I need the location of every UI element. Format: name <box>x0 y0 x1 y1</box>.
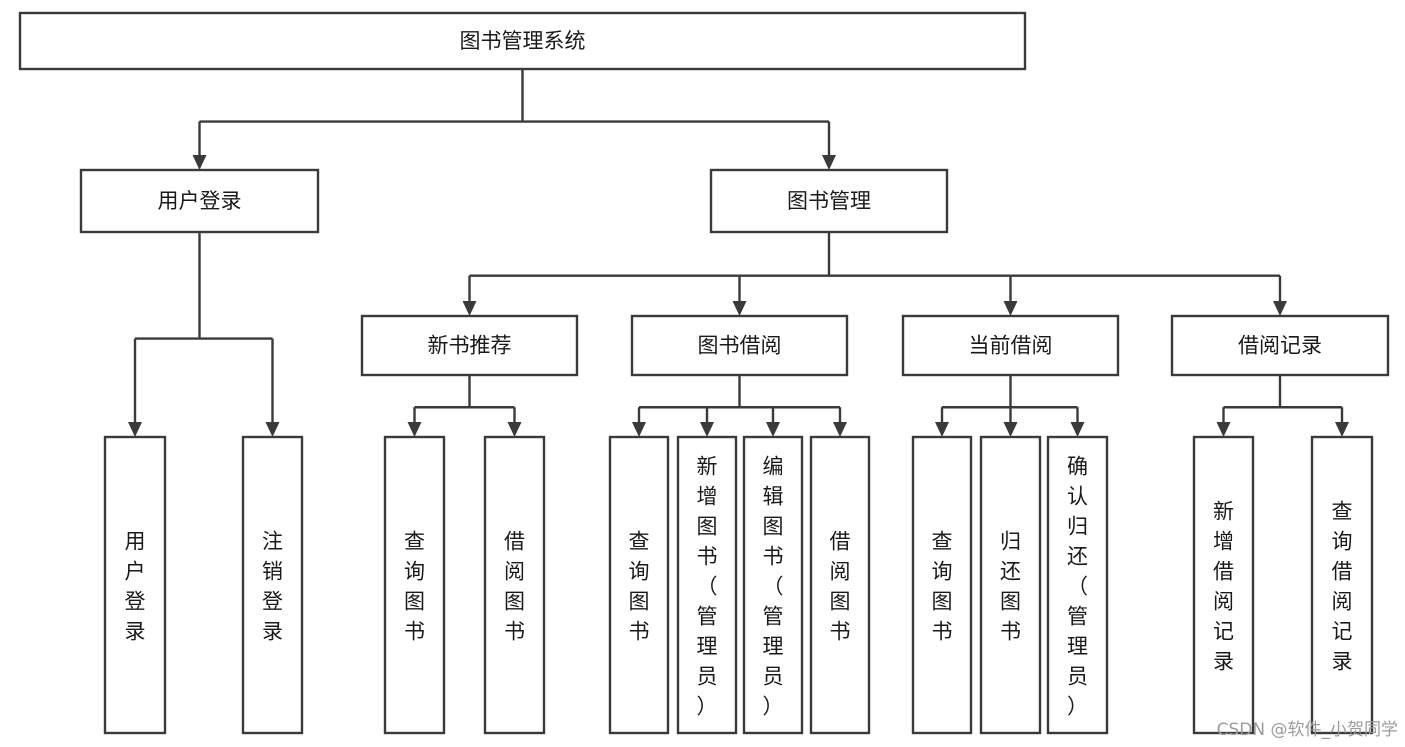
node-leaf-add-book[interactable]: 新增图书（管理员） <box>676 435 738 735</box>
node-box-leaf-confirm-return <box>1046 435 1109 735</box>
node-label-leaf-edit-book: 编辑图书（管理员） <box>763 454 784 718</box>
arrow-head-icon <box>407 422 422 437</box>
arrow-head-icon <box>1003 422 1018 437</box>
node-box-leaf-query-record <box>1310 435 1374 735</box>
node-box-user-login <box>79 168 320 234</box>
node-label-leaf-add-record: 新增借阅记录 <box>1213 499 1234 673</box>
node-label-leaf-query-book-1: 查询图书 <box>404 529 425 643</box>
arrow-head-icon <box>1003 301 1018 316</box>
node-label-leaf-return-book: 归还图书 <box>1000 529 1021 643</box>
node-box-leaf-borrow-book-1 <box>483 435 546 735</box>
node-leaf-query-book-2[interactable]: 查询图书 <box>608 435 670 735</box>
node-label-book-manage: 图书管理 <box>787 189 871 213</box>
node-leaf-edit-book[interactable]: 编辑图书（管理员） <box>742 435 804 735</box>
node-leaf-add-record[interactable]: 新增借阅记录 <box>1192 435 1255 735</box>
node-label-leaf-user-logout: 注销登录 <box>262 529 283 643</box>
node-leaf-user-login[interactable]: 用户登录 <box>103 435 167 735</box>
node-label-new-book-recommend: 新书推荐 <box>428 334 512 358</box>
node-box-root <box>18 11 1027 71</box>
arrow-head-icon <box>833 422 847 437</box>
node-label-leaf-borrow-book-2: 借阅图书 <box>830 529 851 643</box>
node-label-leaf-user-login: 用户登录 <box>125 529 146 643</box>
arrow-head-icon <box>128 422 142 437</box>
arrow-head-icon <box>462 301 477 316</box>
node-label-leaf-borrow-book-1: 借阅图书 <box>504 529 525 643</box>
connector-conn-currentborrow-to-leaves <box>935 375 1085 437</box>
node-leaf-user-logout[interactable]: 注销登录 <box>241 435 304 735</box>
arrow-head-icon <box>192 155 207 170</box>
node-leaf-query-book-1[interactable]: 查询图书 <box>383 435 446 735</box>
node-leaf-query-book-3[interactable]: 查询图书 <box>911 435 973 735</box>
node-label-current-borrow: 当前借阅 <box>969 334 1053 358</box>
node-label-leaf-confirm-return: 确认归还（管理员） <box>1067 454 1088 718</box>
node-book-borrow[interactable]: 图书借阅 <box>630 314 849 377</box>
connectors-layer <box>128 69 1349 437</box>
connector-conn-root-to-level1 <box>192 69 836 170</box>
arrow-head-icon <box>1216 422 1231 437</box>
arrow-head-icon <box>1335 422 1349 437</box>
arrow-head-icon <box>1273 301 1287 316</box>
node-box-leaf-query-book-2 <box>608 435 670 735</box>
node-box-leaf-edit-book <box>742 435 804 735</box>
node-leaf-confirm-return[interactable]: 确认归还（管理员） <box>1046 435 1109 735</box>
node-leaf-return-book[interactable]: 归还图书 <box>979 435 1042 735</box>
node-box-current-borrow <box>901 314 1120 377</box>
node-label-leaf-add-book: 新增图书（管理员） <box>697 454 718 718</box>
arrow-head-icon <box>700 422 714 437</box>
node-borrow-record[interactable]: 借阅记录 <box>1170 314 1390 377</box>
node-current-borrow[interactable]: 当前借阅 <box>901 314 1120 377</box>
node-box-leaf-query-book-1 <box>383 435 446 735</box>
node-label-borrow-record: 借阅记录 <box>1238 334 1322 358</box>
arrow-head-icon <box>507 422 522 437</box>
arrow-head-icon <box>265 422 280 437</box>
node-box-leaf-user-login <box>103 435 167 735</box>
node-book-manage[interactable]: 图书管理 <box>709 168 949 234</box>
arrow-head-icon <box>935 422 949 437</box>
csdn-watermark: CSDN @软件_小贺同学 <box>1217 720 1398 740</box>
node-label-leaf-query-book-3: 查询图书 <box>932 529 953 643</box>
node-label-leaf-query-book-2: 查询图书 <box>629 529 650 643</box>
node-box-borrow-record <box>1170 314 1390 377</box>
connector-conn-bookmanage-to-level2 <box>462 232 1287 316</box>
node-box-leaf-borrow-book-2 <box>809 435 871 735</box>
node-label-leaf-query-record: 查询借阅记录 <box>1332 499 1353 673</box>
node-user-login[interactable]: 用户登录 <box>79 168 320 234</box>
node-new-book-recommend[interactable]: 新书推荐 <box>360 314 579 377</box>
node-box-new-book-recommend <box>360 314 579 377</box>
node-label-book-borrow: 图书借阅 <box>698 334 782 358</box>
node-root[interactable]: 图书管理系统 <box>18 11 1027 71</box>
arrow-head-icon <box>822 155 836 170</box>
connector-conn-bookborrow-to-leaves <box>632 375 847 437</box>
node-box-book-borrow <box>630 314 849 377</box>
node-label-root: 图书管理系统 <box>460 29 586 53</box>
node-leaf-query-record[interactable]: 查询借阅记录 <box>1310 435 1374 735</box>
nodes-layer: 图书管理系统用户登录图书管理新书推荐图书借阅当前借阅借阅记录用户登录注销登录查询… <box>18 11 1390 735</box>
connector-conn-userlogin-to-leaves <box>128 232 280 437</box>
arrow-head-icon <box>766 422 780 437</box>
node-box-leaf-add-book <box>676 435 738 735</box>
arrow-head-icon <box>1070 422 1085 437</box>
node-leaf-borrow-book-1[interactable]: 借阅图书 <box>483 435 546 735</box>
arrow-head-icon <box>632 422 646 437</box>
node-leaf-borrow-book-2[interactable]: 借阅图书 <box>809 435 871 735</box>
arrow-head-icon <box>732 301 747 316</box>
connector-conn-newbook-to-leaves <box>407 375 522 437</box>
node-box-leaf-return-book <box>979 435 1042 735</box>
connector-conn-borrowrecord-to-leaves <box>1216 375 1349 437</box>
node-label-user-login: 用户登录 <box>158 189 242 213</box>
node-box-leaf-user-logout <box>241 435 304 735</box>
node-box-book-manage <box>709 168 949 234</box>
node-box-leaf-add-record <box>1192 435 1255 735</box>
node-box-leaf-query-book-3 <box>911 435 973 735</box>
